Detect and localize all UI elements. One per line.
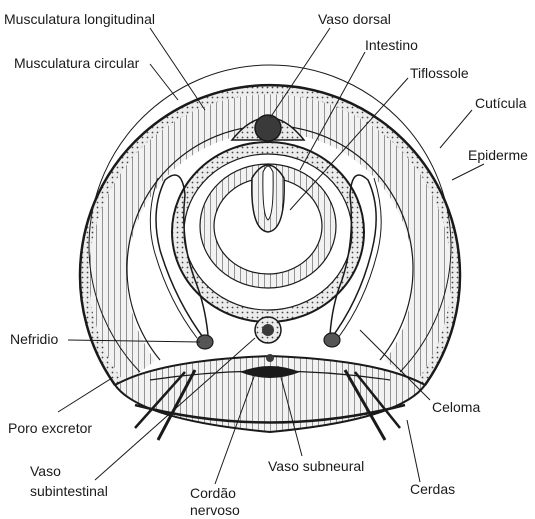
label-intestino: Intestino: [365, 37, 418, 53]
label-nefridio: Nefridio: [10, 331, 58, 347]
label-poro-excretor: Poro excretor: [8, 420, 92, 436]
label-vaso-dorsal: Vaso dorsal: [318, 11, 391, 27]
label-cuticula: Cutícula: [475, 95, 527, 111]
label-cerdas: Cerdas: [410, 481, 455, 497]
label-vaso-subintestinal-2: subintestinal: [30, 483, 108, 499]
label-vaso-subintestinal-1: Vaso: [30, 463, 61, 479]
label-celoma: Celoma: [432, 399, 480, 415]
label-musculatura-longitudinal: Musculatura longitudinal: [4, 11, 155, 27]
label-vaso-subneural: Vaso subneural: [268, 458, 364, 474]
label-cordao-nervoso-2: nervoso: [190, 502, 240, 518]
subintestinal-vessel: [255, 317, 281, 343]
label-tiflossole: Tiflossole: [410, 65, 469, 81]
label-epiderme: Epiderme: [468, 147, 528, 163]
label-cordao-nervoso-1: Cordão: [190, 485, 236, 501]
label-musculatura-circular: Musculatura circular: [14, 55, 140, 71]
subneural-vessel-mark: [266, 354, 274, 362]
